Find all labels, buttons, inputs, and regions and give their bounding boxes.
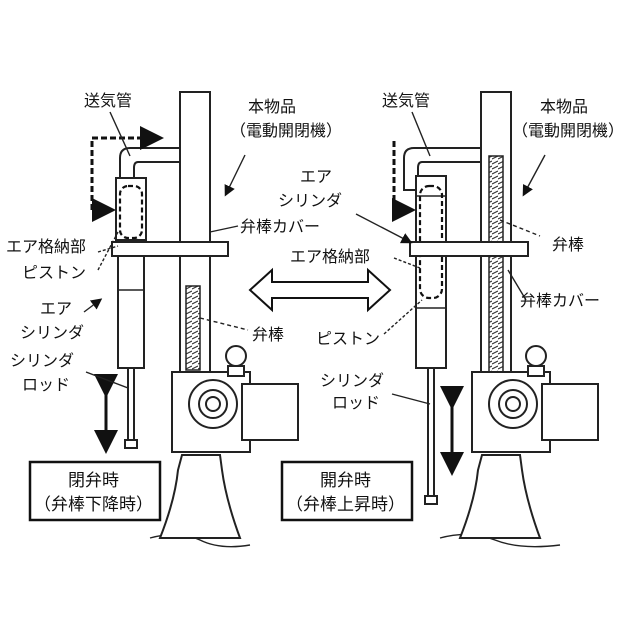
- left-valve-rod: [186, 286, 200, 370]
- right-air-pipe-label: 送気管: [382, 91, 430, 110]
- right-actuator-label-1: 本物品: [540, 97, 588, 116]
- right-piston-label: ピストン: [316, 329, 380, 348]
- right-clamp-band: [410, 242, 528, 256]
- left-actuator-label-2: （電動開閉機）: [230, 121, 342, 140]
- left-valve-rod-label: 弁棒: [252, 325, 284, 344]
- right-cylinder-rod: [428, 368, 434, 498]
- right-air-cylinder-label-2: シリンダ: [278, 191, 342, 210]
- left-cylinder-rod-label-2: ロッド: [22, 375, 70, 394]
- left-state-label-2: （弁棒下降時）: [34, 495, 153, 515]
- right-motor: [542, 384, 598, 440]
- right-air-storage-label: エア格納部: [290, 247, 370, 266]
- left-valve-body: [160, 455, 240, 538]
- right-state-label-1: 開弁時: [320, 471, 371, 491]
- left-valve-cover-label: 弁棒カバー: [240, 217, 320, 236]
- right-cylinder-rod-label-1: シリンダ: [320, 371, 384, 390]
- center-double-arrow: [250, 270, 390, 310]
- left-clamp-band: [112, 242, 228, 256]
- left-state-label-1: 閉弁時: [68, 471, 119, 491]
- right-limit-switch: [526, 346, 546, 366]
- left-air-cylinder-label-1: エア: [40, 299, 72, 318]
- right-valve-body: [460, 455, 540, 538]
- left-air-cylinder-label-2: シリンダ: [20, 323, 84, 342]
- right-valve-rod: [489, 156, 503, 372]
- right-actuator-label-2: （電動開閉機）: [512, 121, 624, 140]
- right-air-cylinder-label-1: エア: [300, 167, 332, 186]
- left-air-cylinder: [118, 256, 144, 368]
- right-cylinder-rod-label-2: ロッド: [332, 393, 380, 412]
- left-air-pipe-label: 送気管: [84, 91, 132, 110]
- left-limit-switch: [226, 346, 246, 366]
- left-air-storage-label: エア格納部: [6, 237, 86, 256]
- left-cylinder-rod: [128, 368, 134, 442]
- right-valve-rod-label: 弁棒: [552, 235, 584, 254]
- right-state-label-2: （弁棒上昇時）: [286, 495, 405, 515]
- left-rod-end: [125, 440, 137, 448]
- left-cylinder-rod-label-1: シリンダ: [10, 351, 74, 370]
- left-actuator-label-1: 本物品: [248, 97, 296, 116]
- right-rod-end: [425, 496, 437, 504]
- left-piston-label: ピストン: [22, 263, 86, 282]
- left-motor: [242, 384, 298, 440]
- right-valve-cover-label: 弁棒カバー: [520, 291, 600, 310]
